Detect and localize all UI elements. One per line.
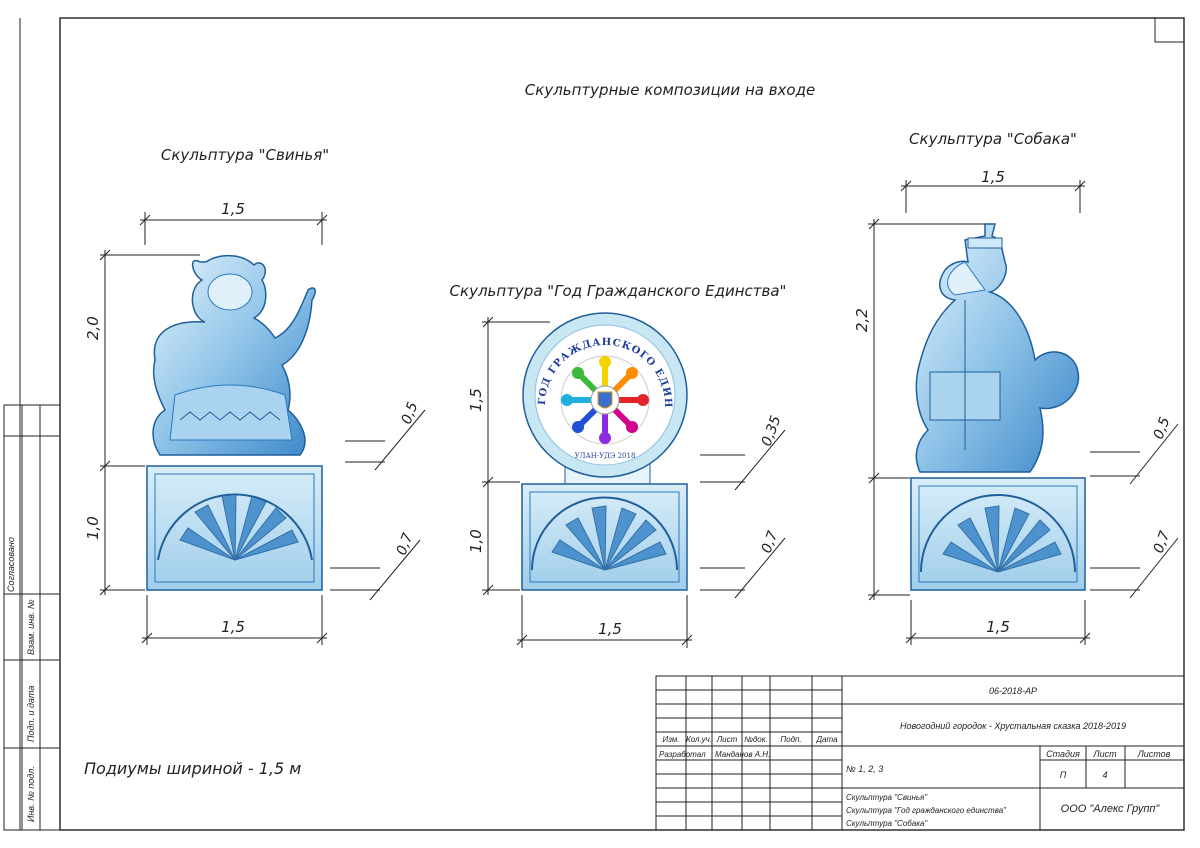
pig-title: Скульптура "Свинья" xyxy=(161,146,329,164)
stamp-inv-orig: Инв. № подл. xyxy=(26,766,36,822)
pig-pedestal xyxy=(146,465,323,591)
unity-leader-lower: 0,7 xyxy=(759,529,782,555)
sheet-title: Скульптурные композиции на входе xyxy=(525,81,815,99)
sheets-label: Листов xyxy=(1137,749,1171,759)
dog-pedestal xyxy=(910,477,1086,591)
stage-value: П xyxy=(1060,770,1067,780)
name-dog: Скульптура "Собака" xyxy=(846,819,928,828)
hdr-izm: Изм. xyxy=(662,735,679,744)
dog-leader-lower: 0,7 xyxy=(1151,529,1174,555)
stamp-inv-replace: Взам. инв. № xyxy=(26,599,36,655)
title-block xyxy=(655,675,1185,831)
pig-pedestal-height: 1,0 xyxy=(84,516,102,540)
medallion-bottom-text: УЛАН-УДЭ 2018 xyxy=(575,452,636,460)
pig-leader-lower: 0,7 xyxy=(394,531,417,557)
sheets-ref: № 1, 2, 3 xyxy=(846,764,883,774)
stage-label: Стадия xyxy=(1046,749,1080,759)
medallion-arc-text: ГОД ГРАЖДАНСКОГО ЕДИНСТВА xyxy=(0,0,672,409)
pig-base-width: 1,5 xyxy=(221,618,245,636)
svg-text:ГОД ГРАЖДАНСКОГО ЕДИНСТВА: ГОД ГРАЖДАНСКОГО ЕДИНСТВА xyxy=(0,0,673,409)
unity-height: 1,5 xyxy=(467,388,485,412)
dog-figure-image xyxy=(915,223,1080,473)
stamp-sign-date: Подп. и дата xyxy=(26,686,36,742)
hdr-list: Лист xyxy=(716,735,738,744)
corner-box xyxy=(1154,17,1185,43)
side-stamp: Согласовано Взам. инв. № Подп. и дата Ин… xyxy=(3,404,61,831)
dog-leader-upper: 0,5 xyxy=(1151,415,1174,441)
dog-height: 2,2 xyxy=(853,308,871,332)
sculpture-pig: Скульптура "Свинья" 1,5 xyxy=(84,146,426,645)
pig-height: 2,0 xyxy=(84,316,102,340)
developer-label: Разработал xyxy=(659,750,706,759)
company-name: ООО "Алекс Групп" xyxy=(1061,803,1161,815)
unity-title: Скульптура "Год Гражданского Единства" xyxy=(450,282,787,300)
doc-code: 06-2018-АР xyxy=(989,686,1037,696)
name-pig: Скульптура "Свинья" xyxy=(846,793,928,802)
pig-leader-upper: 0,5 xyxy=(399,400,422,426)
pig-top-width: 1,5 xyxy=(221,200,245,218)
name-unity: Скульптура "Год гражданского единства" xyxy=(846,806,1007,815)
unity-pedestal-height: 1,0 xyxy=(467,529,485,553)
dog-top-width: 1,5 xyxy=(981,168,1005,186)
unity-medallion-image: ГОД ГРАЖДАНСКОГО ЕДИНСТВА УЛАН-УДЭ 2018 xyxy=(0,0,688,485)
hdr-podp: Подп. xyxy=(780,735,801,744)
unity-leader-upper: 0,35 xyxy=(759,414,785,449)
developer-name: Манданов А.Н. xyxy=(715,750,770,759)
sheet-value: 4 xyxy=(1102,770,1107,780)
title-block-text: 06-2018-АР Новогодний городок - Хрусталь… xyxy=(659,686,1171,828)
hdr-data: Дата xyxy=(815,735,838,744)
unity-base-width: 1,5 xyxy=(598,620,622,638)
pig-figure-image xyxy=(152,254,316,456)
project-name: Новогодний городок - Хрустальная сказка … xyxy=(900,721,1126,731)
hdr-ndok: №док. xyxy=(744,735,768,744)
sculpture-dog: Скульптура "Собака" 1,5 xyxy=(853,130,1179,645)
pedestal-note: Подиумы шириной - 1,5 м xyxy=(84,759,301,778)
dog-base-width: 1,5 xyxy=(986,618,1010,636)
hdr-koluch: Кол.уч. xyxy=(686,735,712,744)
sheet-label: Лист xyxy=(1092,749,1117,759)
stamp-approved: Согласовано xyxy=(6,537,16,592)
unity-pedestal xyxy=(521,483,688,591)
dog-title: Скульптура "Собака" xyxy=(909,130,1077,148)
